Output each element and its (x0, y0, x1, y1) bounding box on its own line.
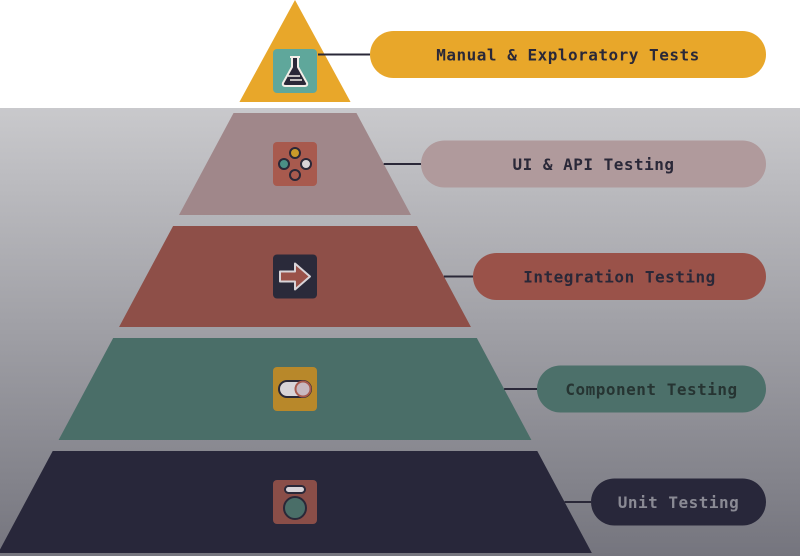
tier-label: Manual & Exploratory Tests (436, 46, 699, 65)
pyramid-tier-2: UI & API Testing (178, 113, 766, 215)
pyramid-tier-1: Manual & Exploratory Tests (239, 0, 766, 102)
tier-label: Integration Testing (523, 268, 716, 287)
tier-label-pill (473, 253, 766, 300)
tier-label-pill (370, 31, 766, 78)
arrow-right-icon (273, 254, 317, 299)
flask-icon (273, 49, 317, 93)
unit-block-icon (273, 480, 317, 524)
tier-label: Component Testing (565, 380, 737, 399)
pyramid-tier-5: Unit Testing (0, 451, 766, 553)
tier-label-pill (537, 365, 766, 413)
tier-label-pill (421, 140, 766, 188)
tier-label-pill (591, 478, 766, 526)
pyramid-tier-3: Integration Testing (119, 226, 766, 327)
gamepad-buttons-icon (273, 142, 317, 186)
tier-label: UI & API Testing (512, 155, 674, 174)
toggle-icon (273, 367, 317, 411)
pyramid-tier-4: Component Testing (58, 338, 766, 440)
tier-label: Unit Testing (618, 493, 740, 512)
